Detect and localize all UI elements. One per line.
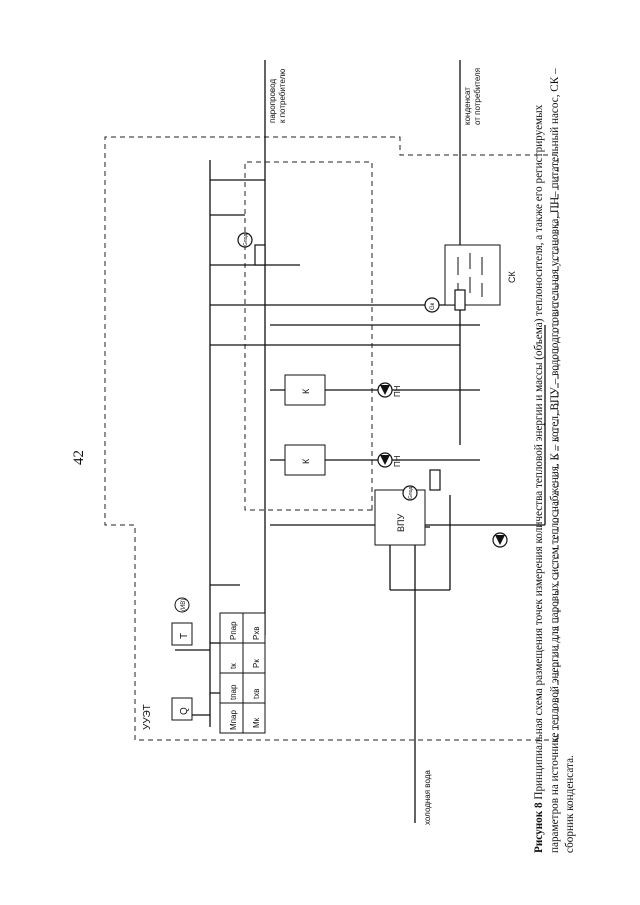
param-pk: Pк xyxy=(252,659,261,668)
gk-label: Gк xyxy=(430,302,436,310)
uuet-boundary xyxy=(104,136,559,741)
param-ppar: Pпар xyxy=(229,621,238,640)
gk-circle xyxy=(424,297,440,313)
boiler-2 xyxy=(284,374,326,406)
figure-caption: Рисунок 8 Принципиальная схема размещени… xyxy=(532,53,579,853)
condensate-flowmeter xyxy=(454,289,466,311)
source-boundary xyxy=(244,161,373,511)
q-label: Q xyxy=(179,707,190,715)
param-tk: tк xyxy=(229,663,238,669)
q-block xyxy=(171,697,193,721)
ine-circle xyxy=(174,597,190,613)
param-txv: tхв xyxy=(252,689,261,699)
condensate-label-1: конденсат xyxy=(463,87,472,125)
steam-flowmeter xyxy=(254,244,266,266)
boiler-1 xyxy=(284,444,326,476)
vpu-block xyxy=(374,489,426,546)
steam-line-label-2: к потребителю xyxy=(278,69,287,123)
uuet-label: УУЭТ xyxy=(142,704,153,730)
cold-water-label: холодная вода xyxy=(423,770,432,825)
gpod-make-up-circle xyxy=(402,485,418,501)
param-mk: Mк xyxy=(252,717,261,728)
make-up-flowmeter xyxy=(429,469,441,491)
condensate-collector xyxy=(444,244,501,306)
gpod-make-up-label: Gпод xyxy=(408,487,414,499)
figure-caption-text: Принципиальная схема размещения точек из… xyxy=(533,68,576,853)
param-tpar: tпар xyxy=(229,684,238,700)
parameter-table xyxy=(171,597,266,734)
steam-line-label-1: паропровод xyxy=(268,79,277,123)
t-label: T xyxy=(179,633,190,639)
condensate-label-2: от потребителя xyxy=(473,68,482,125)
param-pxv: Pхв xyxy=(252,626,261,640)
sk-label: СК xyxy=(507,271,517,283)
pump-1-label: ПН xyxy=(393,455,402,467)
t-block xyxy=(171,622,193,646)
figure-caption-label: Рисунок 8 xyxy=(533,802,545,853)
boiler-1-label: К xyxy=(301,458,311,464)
param-mpar: Mпар xyxy=(229,710,238,730)
boiler-2-label: К xyxy=(301,388,311,394)
gpod-steam-label: Gпод xyxy=(243,234,249,246)
pump-2-label: ПН xyxy=(393,385,402,397)
vpu-label: ВПУ xyxy=(396,514,406,532)
gpod-steam-circle xyxy=(237,232,253,248)
ine-label: (ИВ) xyxy=(181,599,187,611)
